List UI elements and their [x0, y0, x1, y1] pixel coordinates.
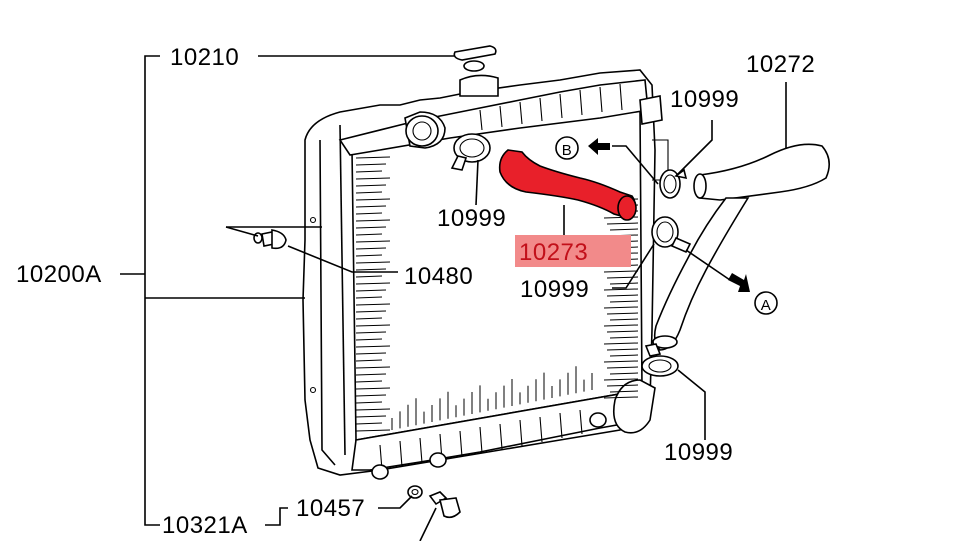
leader-lines: [120, 55, 787, 541]
reference-arrow-b: B: [555, 136, 659, 185]
radiator-core-fins: [355, 156, 639, 432]
upper-hose-part[interactable]: [498, 149, 637, 221]
label-lower-hose[interactable]: 10272: [746, 51, 815, 78]
label-cap[interactable]: 10210: [170, 44, 239, 71]
hose-clamp-lower-top[interactable]: [659, 168, 688, 199]
hose-clamp-upper-right[interactable]: [651, 216, 692, 254]
drain-cock-part[interactable]: [253, 229, 287, 250]
label-radiator-assy[interactable]: 10200A: [16, 261, 102, 288]
ref-label-a: A: [761, 297, 772, 314]
reference-arrow-a: A: [685, 249, 778, 315]
label-clamp-upper-right[interactable]: 10999: [520, 276, 589, 303]
hose-clamp-lower-bottom[interactable]: [641, 343, 679, 377]
drain-plug-part[interactable]: [428, 491, 461, 519]
label-upper-hose[interactable]: 10273: [519, 239, 588, 266]
label-clamp-upper-left[interactable]: 10999: [437, 205, 506, 232]
label-gasket[interactable]: 10457: [296, 495, 365, 522]
label-clamp-lower-bottom[interactable]: 10999: [664, 439, 733, 466]
radiator-cap-part[interactable]: [453, 45, 497, 72]
upper-hose-label-highlight: [515, 235, 631, 267]
hose-clamp-upper-left[interactable]: [450, 133, 491, 171]
ref-label-b: B: [562, 142, 573, 159]
label-plug-assy[interactable]: 10321A: [162, 512, 248, 539]
label-clamp-lower-top[interactable]: 10999: [670, 86, 739, 113]
gasket-part[interactable]: [407, 485, 423, 499]
label-drain-cock[interactable]: 10480: [404, 263, 473, 290]
radiator-assembly[interactable]: [302, 69, 669, 480]
lower-hose-part[interactable]: [652, 143, 830, 351]
